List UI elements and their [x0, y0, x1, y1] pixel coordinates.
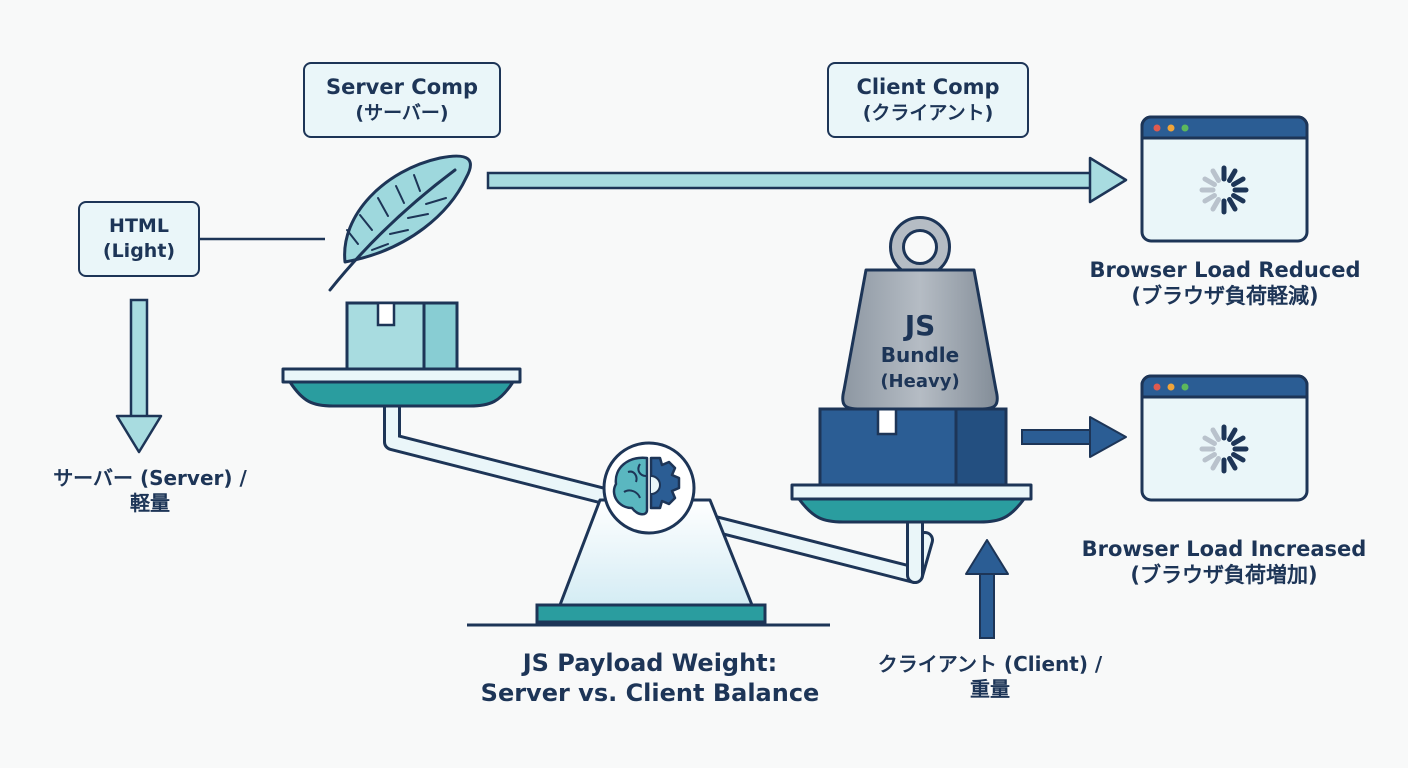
right-scale-pan — [790, 483, 1033, 524]
loading-spinner-icon — [1199, 165, 1249, 215]
spinner-tick — [1210, 168, 1221, 183]
server-light-line2: 軽量 — [130, 491, 170, 515]
package-box-icon — [345, 301, 459, 371]
caption-label: JS Payload Weight: Server vs. Client Bal… — [450, 648, 850, 708]
browser-window-icon-bottom — [1140, 374, 1309, 502]
browser-reduced-line1: Browser Load Reduced — [1089, 258, 1361, 282]
left-scale-pan — [281, 367, 522, 408]
spinner-tick — [1227, 427, 1238, 442]
spinner-tick — [1227, 197, 1238, 212]
spinner-tick — [1231, 435, 1246, 446]
browser-reduced-label: Browser Load Reduced (ブラウザ負荷軽減) — [1070, 257, 1380, 310]
browser-increased-label: Browser Load Increased (ブラウザ負荷増加) — [1064, 536, 1384, 589]
browser-reduced-line2: (ブラウザ負荷軽減) — [1131, 284, 1319, 309]
weight-icon — [841, 216, 999, 411]
browser-window-icon-top — [1140, 115, 1309, 243]
server-light-label: サーバー (Server) / 軽量 — [20, 466, 280, 516]
server-comp-subtitle: (サーバー) — [355, 102, 449, 125]
js-bundle-label: JS Bundle (Heavy) — [860, 308, 980, 394]
feather-icon — [328, 154, 472, 292]
client-comp-title: Client Comp — [856, 75, 1000, 99]
spinner-tick — [1202, 176, 1217, 187]
client-heavy-label: クライアント (Client) / 重量 — [845, 652, 1135, 702]
client-heavy-line1: クライアント (Client) / — [877, 652, 1103, 676]
server-light-line1: サーバー (Server) / — [53, 466, 247, 490]
short-right-arrow-icon — [1021, 416, 1127, 458]
client-heavy-line2: 重量 — [970, 677, 1010, 701]
js-bundle-line3: (Heavy) — [880, 371, 960, 392]
fulcrum-stand — [467, 498, 830, 627]
down-arrow-icon — [115, 298, 163, 454]
spinner-tick — [1227, 168, 1238, 183]
html-subtitle: (Light) — [102, 240, 176, 262]
spinner-tick — [1227, 456, 1238, 471]
spinner-tick — [1210, 197, 1221, 212]
spinner-tick — [1231, 193, 1246, 204]
caption-line1: JS Payload Weight: — [522, 649, 778, 677]
browser-increased-line2: (ブラウザ負荷増加) — [1130, 563, 1318, 588]
spinner-tick — [1202, 435, 1217, 446]
html-title: HTML — [109, 215, 169, 238]
spinner-tick — [1231, 452, 1246, 463]
package-box-icon-heavy — [818, 407, 1008, 487]
js-bundle-line2: Bundle — [880, 343, 960, 367]
server-comp-title: Server Comp — [325, 75, 479, 99]
spinner-tick — [1202, 193, 1217, 204]
long-right-arrow-icon — [486, 156, 1128, 204]
js-bundle-line1: JS — [904, 309, 936, 342]
up-arrow-icon — [965, 539, 1009, 639]
client-comp-box: Client Comp (クライアント) — [827, 62, 1029, 138]
spinner-tick — [1210, 456, 1221, 471]
server-comp-box: Server Comp (サーバー) — [303, 62, 501, 138]
brain-gear-icon — [602, 441, 696, 535]
spinner-tick — [1202, 452, 1217, 463]
spinner-tick — [1231, 176, 1246, 187]
html-light-box: HTML (Light) — [78, 201, 200, 277]
browser-increased-line1: Browser Load Increased — [1081, 537, 1367, 561]
client-comp-subtitle: (クライアント) — [862, 102, 994, 125]
caption-line2: Server vs. Client Balance — [480, 679, 820, 707]
loading-spinner-icon — [1199, 424, 1249, 474]
spinner-tick — [1210, 427, 1221, 442]
